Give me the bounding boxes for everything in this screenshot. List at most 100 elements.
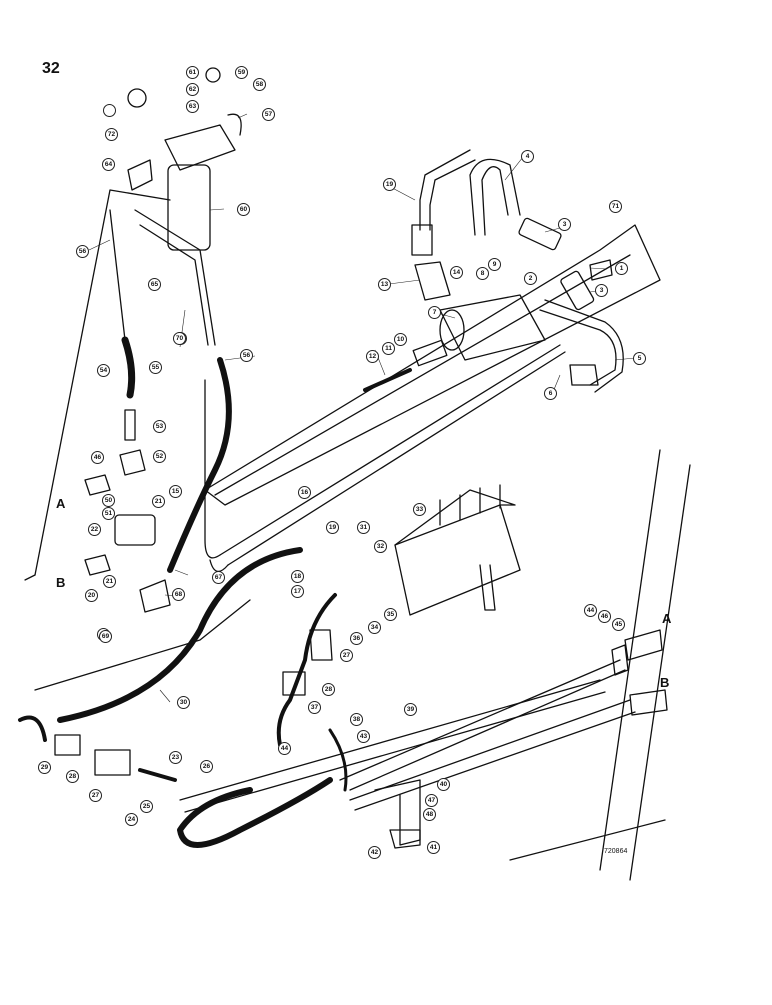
callout-balloon: 15 [169,485,182,498]
filter-cap [127,88,147,108]
port-mark-b-right: B [660,675,670,690]
callout-balloon: 14 [450,266,463,279]
fitting-19-upper [411,224,433,256]
fitting-5 [569,364,599,386]
frame-outline [34,599,251,691]
leader-line [174,569,189,576]
frame-outline [34,189,171,576]
frame-outline [509,819,666,861]
shaft-12 [363,368,412,392]
callout-balloon: 54 [97,364,110,377]
pipe-lower [179,679,606,813]
hose-36 [276,593,337,747]
fitting-3 [518,217,562,251]
callout-balloon: 32 [374,540,387,553]
fitting-13 [414,261,451,301]
elbow-38 [328,728,348,792]
fitting-52 [124,409,136,441]
bracket-plate [389,829,421,849]
clamp-45 [611,644,629,676]
callout-balloon: 11 [382,342,395,355]
callout-balloon: 56 [76,245,89,258]
frame-outline [24,574,36,581]
pump-body [439,294,546,361]
leader-line [88,239,111,251]
valve-spools [439,484,501,526]
callout-balloon: 23 [169,751,182,764]
leader-line [237,113,248,119]
callout-balloon: 71 [609,200,622,213]
callout-balloon: 70 [173,332,186,345]
callout-balloon: 35 [384,608,397,621]
port-mark-a-left: A [56,496,66,511]
pipe-4 [469,158,521,236]
callout-balloon: 19 [326,521,339,534]
callout-balloon: 28 [66,770,79,783]
callout-balloon: 22 [88,523,101,536]
callout-balloon: 50 [102,494,115,507]
callout-balloon: 33 [413,503,426,516]
valve-top [394,489,516,546]
callout-balloon [103,104,116,117]
fitting-1 [589,259,613,281]
filter-head [164,124,236,171]
callout-balloon: 53 [153,420,166,433]
callout-balloon: 57 [262,108,275,121]
callout-balloon: 64 [102,158,115,171]
pump-flange [439,309,465,351]
pipe-39 [339,659,626,791]
callout-balloon: 41 [427,841,440,854]
tee-block-22 [114,514,156,546]
callout-balloon: 69 [99,630,112,643]
filter-bowl [167,164,211,251]
callout-balloon: 26 [200,760,213,773]
callout-balloon: 2 [524,272,537,285]
callout-balloon: 16 [298,486,311,499]
fitting-b-right [629,689,668,716]
callout-balloon: 46 [91,451,104,464]
fitting-2 [560,270,595,311]
fitting-58 [205,67,221,83]
callout-balloon: 65 [148,278,161,291]
callout-balloon: 3 [558,218,571,231]
callout-balloon: 25 [140,800,153,813]
fitting-20 [84,554,111,576]
callout-balloon: 51 [102,507,115,520]
pipe-19-upper [419,149,476,231]
callout-balloon: 5 [633,352,646,365]
fitting-46 [84,474,111,496]
elbow-29 [18,715,47,742]
callout-balloon: 27 [340,649,353,662]
callout-balloon: 17 [291,585,304,598]
callout-balloon: 37 [308,701,321,714]
callout-balloon: 27 [89,789,102,802]
fitting-28 [282,671,306,696]
callout-balloon: 1 [615,262,628,275]
leader-line [388,279,421,285]
leader-line [614,357,636,361]
callout-balloon: 42 [368,846,381,859]
callout-balloon: 56 [240,349,253,362]
leader-line [589,267,608,270]
callout-balloon: 58 [253,78,266,91]
callout-balloon: 63 [186,100,199,113]
callout-balloon: 30 [177,696,190,709]
callout-balloon: 72 [105,128,118,141]
port-mark-a-right: A [662,611,672,626]
callout-balloon: 6 [544,387,557,400]
fitting-27-left [94,749,131,776]
callout-balloon: 44 [278,742,291,755]
callout-balloon: 10 [394,333,407,346]
callout-balloon: 52 [153,450,166,463]
coupling-10 [412,339,448,367]
callout-balloon: 38 [350,713,363,726]
callout-balloon: 13 [378,278,391,291]
callout-balloon: 60 [237,203,250,216]
callout-balloon: 21 [152,495,165,508]
callout-balloon: 46 [598,610,611,623]
callout-balloon: 67 [212,571,225,584]
callout-balloon: 31 [357,521,370,534]
leader-line [209,208,225,211]
callout-balloon: 55 [149,361,162,374]
